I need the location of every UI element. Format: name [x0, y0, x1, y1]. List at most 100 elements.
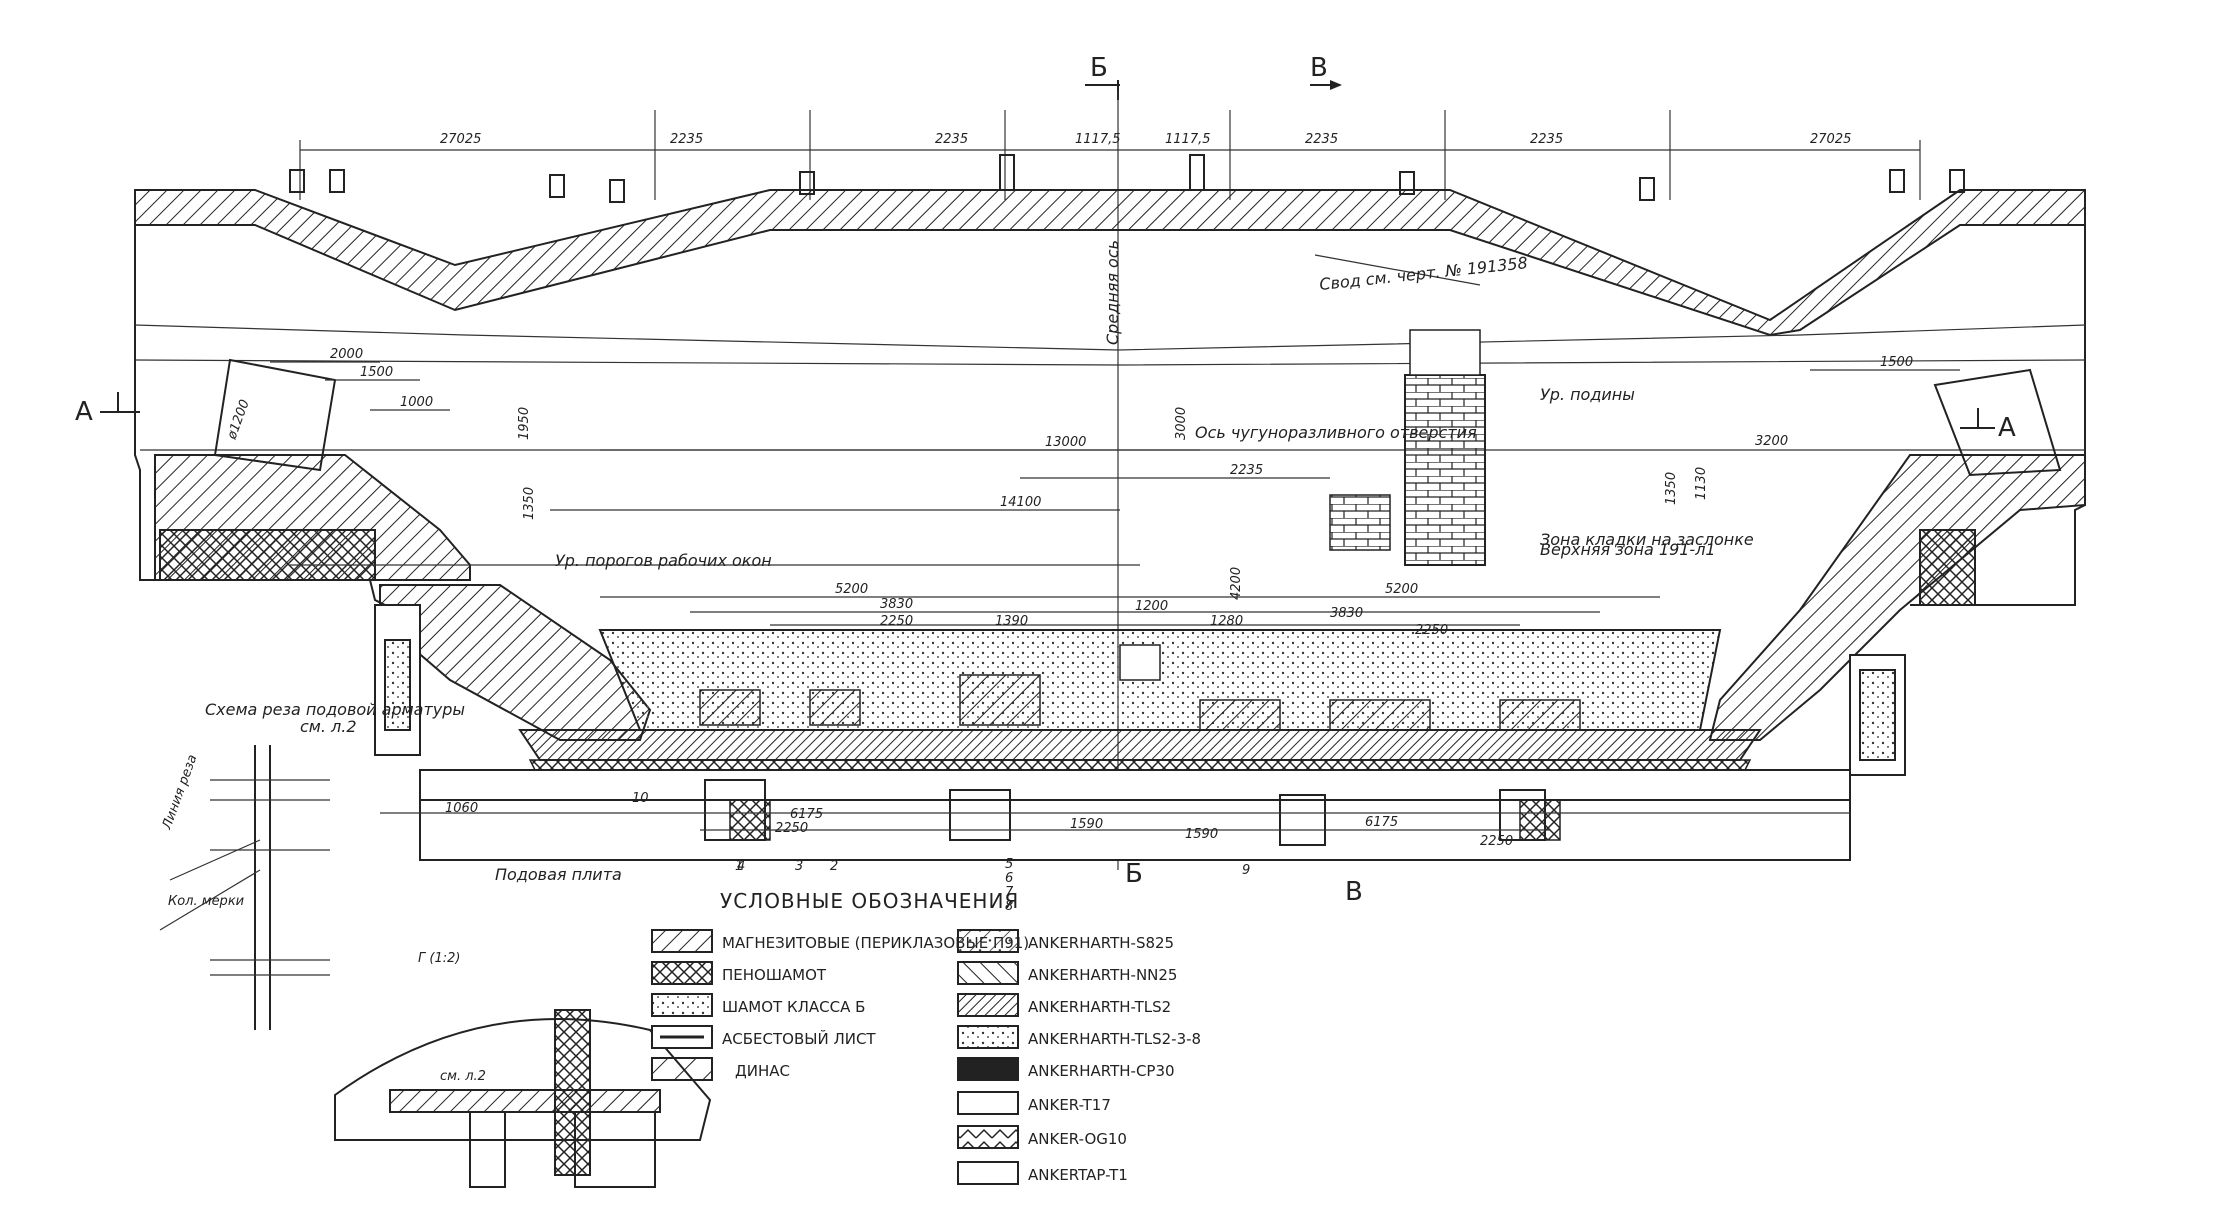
svg-text:3830: 3830: [1330, 606, 1363, 621]
svg-text:ANKER-T17: ANKER-T17: [1028, 1096, 1111, 1114]
svg-text:А: А: [1998, 413, 2016, 443]
svg-text:27025: 27025: [1810, 132, 1851, 147]
svg-text:ANKERHARTH-CP30: ANKERHARTH-CP30: [1028, 1062, 1175, 1080]
svg-text:ANKERHARTH-TLS2-3-8: ANKERHARTH-TLS2-3-8: [1028, 1030, 1201, 1048]
svg-text:4200: 4200: [1229, 567, 1244, 600]
svg-text:3200: 3200: [1755, 434, 1788, 449]
svg-text:13000: 13000: [1045, 435, 1086, 450]
legend-left: МАГНЕЗИТОВЫЕ (ПЕРИКЛАЗОВЫЕ П91) ПЕНОШАМО…: [651, 929, 1029, 1081]
svg-text:МАГНЕЗИТОВЫЕ (ПЕРИКЛАЗОВЫЕ П91: МАГНЕЗИТОВЫЕ (ПЕРИКЛАЗОВЫЕ П91): [722, 934, 1029, 952]
svg-text:Подовая плита: Подовая плита: [495, 865, 622, 884]
svg-text:2250: 2250: [775, 821, 808, 836]
svg-text:3830: 3830: [880, 597, 913, 612]
svg-text:14100: 14100: [1000, 495, 1041, 510]
svg-text:1130: 1130: [1694, 467, 1709, 500]
section-mark-v-top: В: [1310, 53, 1342, 90]
roof-arch: [134, 154, 2086, 337]
svg-text:3: 3: [795, 859, 803, 874]
tap-hole-column: [1329, 329, 1486, 566]
svg-text:2: 2: [830, 859, 838, 874]
svg-text:ШАМОТ КЛАССА Б: ШАМОТ КЛАССА Б: [722, 998, 865, 1016]
svg-text:Свод см. черт. № 191358: Свод см. черт. № 191358: [1318, 253, 1528, 294]
svg-text:ANKERHARTH-NN25: ANKERHARTH-NN25: [1028, 966, 1177, 984]
svg-text:1280: 1280: [1210, 614, 1243, 629]
svg-text:1060: 1060: [445, 801, 478, 816]
svg-text:Б: Б: [1090, 53, 1108, 83]
svg-text:Ось чугуноразливного отверстия: Ось чугуноразливного отверстия: [1195, 423, 1477, 442]
svg-text:2250: 2250: [1415, 623, 1448, 638]
svg-text:1500: 1500: [360, 365, 393, 380]
detail-g: Г (1:2) см. л.2: [334, 951, 712, 1188]
svg-text:10: 10: [632, 791, 649, 806]
section-mark-b-bottom: Б: [1125, 859, 1143, 889]
svg-text:1590: 1590: [1070, 817, 1103, 832]
hearth: [419, 629, 1851, 861]
svg-text:Б: Б: [1125, 859, 1143, 889]
svg-text:Ур. порогов рабочих окон: Ур. порогов рабочих окон: [555, 551, 772, 570]
svg-text:ANKER-OG10: ANKER-OG10: [1028, 1130, 1127, 1148]
svg-text:6175: 6175: [1365, 815, 1398, 830]
svg-text:ДИНАС: ДИНАС: [735, 1062, 790, 1080]
svg-text:1117,5: 1117,5: [1075, 132, 1121, 147]
svg-text:ANKERTAP-T1: ANKERTAP-T1: [1028, 1166, 1128, 1184]
svg-text:5200: 5200: [1385, 582, 1418, 597]
svg-text:1: 1: [735, 859, 743, 874]
svg-text:1350: 1350: [1664, 472, 1679, 505]
svg-text:Зона кладки на заслонке: Зона кладки на заслонке: [1540, 530, 1754, 549]
svg-text:5200: 5200: [835, 582, 868, 597]
svg-text:Линия реза: Линия реза: [159, 753, 200, 833]
svg-text:1000: 1000: [400, 395, 433, 410]
svg-text:7: 7: [1005, 885, 1014, 900]
svg-text:27025: 27025: [440, 132, 481, 147]
svg-text:6: 6: [1005, 871, 1013, 886]
svg-text:1390: 1390: [995, 614, 1028, 629]
left-wall-lining: [154, 454, 652, 756]
right-wall-lining: [1708, 454, 2086, 776]
legend-right: ANKERHARTH-S825 ANKERHARTH-NN25 ANKERHAR…: [957, 929, 1201, 1185]
svg-text:8: 8: [1005, 899, 1013, 914]
svg-text:2250: 2250: [1480, 834, 1513, 849]
furnace-shell: ø1200: [134, 225, 2086, 606]
section-mark-v-bottom: В: [1345, 877, 1363, 907]
svg-text:ø1200: ø1200: [224, 398, 252, 443]
svg-text:В: В: [1345, 877, 1363, 907]
svg-text:1200: 1200: [1135, 599, 1168, 614]
svg-text:см. л.2: см. л.2: [440, 1069, 486, 1084]
svg-text:Верхняя зона 191-л1: Верхняя зона 191-л1: [1540, 540, 1716, 559]
svg-text:2235: 2235: [1305, 132, 1338, 147]
svg-text:ANKERHARTH-S825: ANKERHARTH-S825: [1028, 934, 1174, 952]
svg-text:5: 5: [1005, 857, 1013, 872]
annotations: Свод см. черт. № 191358 Средняя ось Ось …: [270, 240, 1960, 914]
svg-text:ANKERHARTH-TLS2: ANKERHARTH-TLS2: [1028, 998, 1171, 1016]
svg-text:1950: 1950: [517, 407, 532, 440]
svg-text:Схема реза подовой арматуры: Схема реза подовой арматуры: [205, 700, 465, 719]
svg-text:1590: 1590: [1185, 827, 1218, 842]
section-mark-a-right: А: [1960, 408, 2016, 443]
svg-text:Г (1:2): Г (1:2): [418, 951, 460, 966]
svg-text:1117,5: 1117,5: [1165, 132, 1211, 147]
legend: УСЛОВНЫЕ ОБОЗНАЧЕНИЯ МАГНЕЗИТОВЫЕ (ПЕРИК…: [651, 889, 1201, 1185]
svg-text:ПЕНОШАМОТ: ПЕНОШАМОТ: [722, 966, 827, 984]
svg-text:Средняя ось: Средняя ось: [1103, 240, 1122, 345]
section-mark-b-top: Б: [1085, 53, 1120, 100]
svg-text:2250: 2250: [880, 614, 913, 629]
svg-text:4: 4: [737, 859, 745, 874]
svg-text:Ур. подины: Ур. подины: [1540, 385, 1635, 404]
svg-text:В: В: [1310, 53, 1328, 83]
svg-text:Кол. мерки: Кол. мерки: [168, 894, 244, 909]
svg-text:2235: 2235: [670, 132, 703, 147]
svg-text:2235: 2235: [935, 132, 968, 147]
svg-text:АСБЕСТОВЫЙ ЛИСТ: АСБЕСТОВЫЙ ЛИСТ: [722, 1029, 876, 1048]
svg-text:см. л.2: см. л.2: [300, 717, 357, 736]
svg-text:2235: 2235: [1530, 132, 1563, 147]
svg-text:3000: 3000: [1174, 407, 1189, 440]
svg-text:6175: 6175: [790, 807, 823, 822]
svg-text:1500: 1500: [1880, 355, 1913, 370]
svg-text:9: 9: [1242, 863, 1250, 878]
section-mark-a-left: А: [75, 392, 140, 427]
svg-text:1350: 1350: [522, 487, 537, 520]
svg-text:2000: 2000: [330, 347, 363, 362]
svg-text:А: А: [75, 397, 93, 427]
svg-text:2235: 2235: [1230, 463, 1263, 478]
